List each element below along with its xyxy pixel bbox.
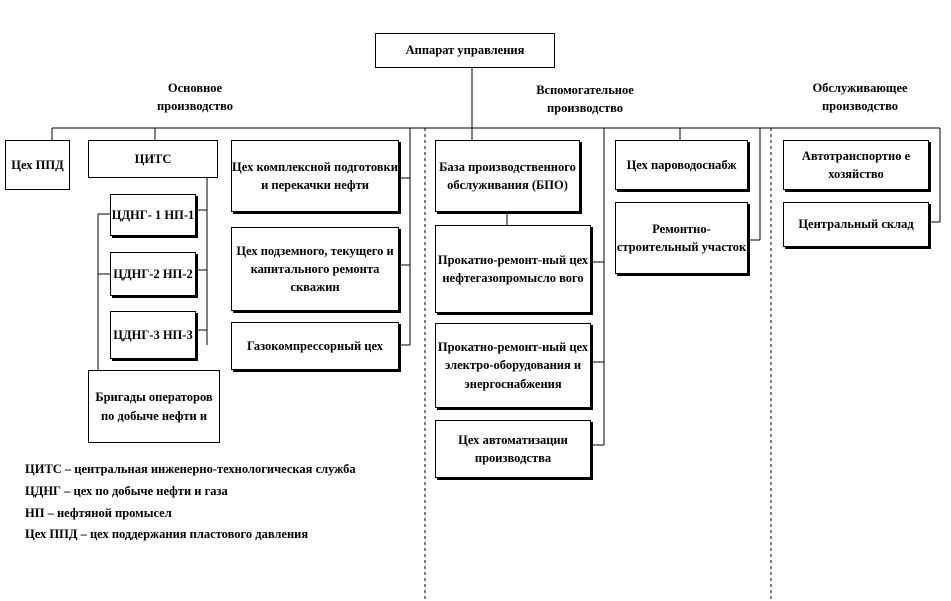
- legend: ЦИТС – центральная инженерно-технологиче…: [25, 460, 405, 547]
- section-main-label: Основное производство: [156, 81, 234, 113]
- cdng1-box: ЦДНГ- 1 НП-1: [110, 194, 196, 236]
- prokat-oil-box: Прокатно-ремонт-ный цех нефтегазопромысл…: [435, 225, 591, 313]
- warehouse-box: Центральный склад: [783, 202, 929, 247]
- repair-construct-box: Ремонтно-строительный участок: [615, 202, 748, 274]
- cdng3-box: ЦДНГ-3 НП-3: [110, 311, 196, 359]
- autotransport-box: Автотранспортно е хозяйство: [783, 140, 929, 190]
- tsppd-box: Цех ППД: [5, 140, 70, 190]
- well-repair-box: Цех подземного, текущего и капитального …: [231, 227, 399, 311]
- tsits-box: ЦИТС: [88, 140, 218, 178]
- legend-item: Цех ППД – цех поддержания пластового дав…: [25, 527, 309, 542]
- gas-compressor-box: Газокомпрессорный цех: [231, 322, 399, 370]
- legend-item: НП – нефтяной промысел: [25, 505, 172, 520]
- legend-item: ЦДНГ – цех по добыче нефти и газа: [25, 483, 228, 498]
- apparatus-box: Аппарат управления: [375, 33, 555, 68]
- oil-prep-box: Цех комплексной подготовки и перекачки н…: [231, 140, 399, 212]
- steam-box: Цех пароводоснабж: [615, 140, 748, 190]
- cdng2-box: ЦДНГ-2 НП-2: [110, 252, 196, 296]
- bpo-box: База производственного обслуживания (БПО…: [435, 140, 580, 212]
- section-service-label: Обслуживающее производство: [812, 81, 908, 113]
- legend-item: ЦИТС – центральная инженерно-технологиче…: [25, 462, 356, 476]
- section-aux-label: Вспомогательное производство: [536, 83, 634, 115]
- prokat-electro-box: Прокатно-ремонт-ный цех электро-оборудов…: [435, 323, 591, 408]
- brigades-box: Бригады операторов по добыче нефти и: [88, 370, 220, 443]
- automation-box: Цех автоматизации производства: [435, 420, 591, 478]
